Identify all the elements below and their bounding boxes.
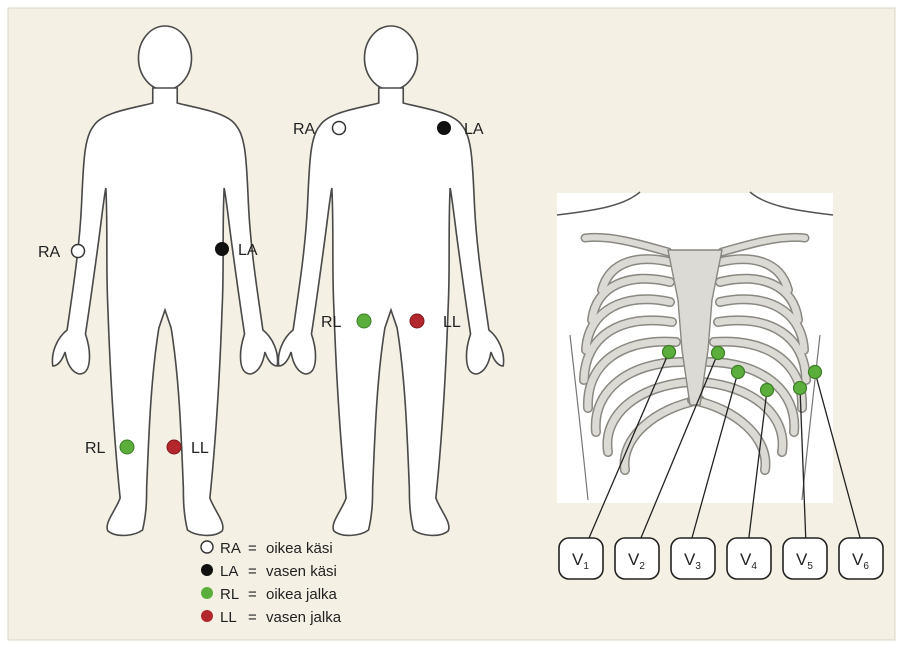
legend-text-ra: oikea käsi bbox=[266, 540, 333, 557]
label-box-v5: V5 bbox=[783, 538, 827, 579]
label-box-v2: V2 bbox=[615, 538, 659, 579]
legend-eq-la: = bbox=[248, 563, 257, 580]
legend-eq-ra: = bbox=[248, 540, 257, 557]
legend-swatch-la bbox=[201, 564, 213, 576]
label-ra-2: RA bbox=[293, 121, 316, 138]
legend-text-ll: vasen jalka bbox=[266, 609, 342, 626]
label-rl-2: RL bbox=[321, 314, 342, 331]
label-box-v4: V4 bbox=[727, 538, 771, 579]
legend-swatch-ll bbox=[201, 610, 213, 622]
legend-swatch-ra bbox=[201, 541, 213, 553]
legend-code-rl: RL bbox=[220, 586, 239, 603]
electrode-rl-2 bbox=[357, 314, 371, 328]
legend-item-la: LA = vasen käsi bbox=[201, 563, 337, 580]
electrode-ra-2 bbox=[333, 122, 346, 135]
legend-item-rl: RL = oikea jalka bbox=[201, 586, 338, 603]
label-rl: RL bbox=[85, 440, 106, 457]
electrode-v1 bbox=[663, 346, 676, 359]
label-ll: LL bbox=[191, 440, 209, 457]
electrode-v5 bbox=[794, 382, 807, 395]
label-box-v1: V1 bbox=[559, 538, 603, 579]
electrode-v4 bbox=[761, 384, 774, 397]
legend-eq-ll: = bbox=[248, 609, 257, 626]
legend-swatch-rl bbox=[201, 587, 213, 599]
legend-text-rl: oikea jalka bbox=[266, 586, 338, 603]
label-ll-2: LL bbox=[443, 314, 461, 331]
electrode-la bbox=[216, 243, 229, 256]
legend-code-ll: LL bbox=[220, 609, 237, 626]
legend-code-la: LA bbox=[220, 563, 238, 580]
label-box-v3: V3 bbox=[671, 538, 715, 579]
electrode-v2 bbox=[712, 347, 725, 360]
electrode-ra bbox=[72, 245, 85, 258]
electrode-ll bbox=[167, 440, 181, 454]
legend-text-la: vasen käsi bbox=[266, 563, 337, 580]
label-ra: RA bbox=[38, 244, 61, 261]
legend-eq-rl: = bbox=[248, 586, 257, 603]
label-box-v6: V6 bbox=[839, 538, 883, 579]
electrode-la-2 bbox=[438, 122, 451, 135]
label-la: LA bbox=[238, 242, 258, 259]
chest-ribcage-illustration bbox=[557, 192, 862, 545]
legend-item-ra: RA = oikea käsi bbox=[201, 540, 333, 557]
electrode-rl bbox=[120, 440, 134, 454]
electrode-ll-2 bbox=[410, 314, 424, 328]
legend-item-ll: LL = vasen jalka bbox=[201, 609, 342, 626]
electrode-v3 bbox=[732, 366, 745, 379]
legend-code-ra: RA bbox=[220, 540, 241, 557]
electrode-v6 bbox=[809, 366, 822, 379]
label-la-2: LA bbox=[464, 121, 484, 138]
